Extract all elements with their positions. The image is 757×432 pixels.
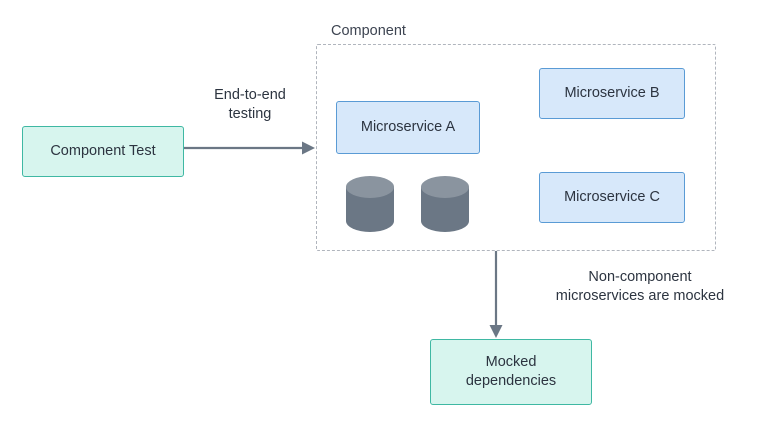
edge-label-mocked-note-line1: Non-component <box>588 269 692 285</box>
node-microservice-a[interactable]: Microservice A <box>336 101 480 154</box>
node-microservice-a-label: Microservice A <box>360 119 456 135</box>
edge-label-mocked-note-line2: microservices are mocked <box>555 288 725 304</box>
component-boundary <box>316 44 716 251</box>
arrow-component-to-mocked-dependencies <box>489 251 503 338</box>
arrow-component-test-to-component <box>184 141 315 155</box>
node-microservice-c[interactable]: Microservice C <box>539 172 685 223</box>
database-cylinder-icon <box>421 176 469 232</box>
node-microservice-b[interactable]: Microservice B <box>539 68 685 119</box>
edge-label-end-to-end-testing: End-to-end testing <box>190 86 310 124</box>
edge-label-end-to-end-line1: End-to-end <box>214 87 286 103</box>
node-microservice-c-label: Microservice C <box>564 189 660 205</box>
node-mocked-dependencies-label-line2: dependencies <box>465 373 557 389</box>
node-mocked-dependencies-label-line1: Mocked <box>485 354 537 370</box>
edge-label-mocked-note: Non-component microservices are mocked <box>524 268 756 306</box>
edge-label-end-to-end-line2: testing <box>228 106 272 122</box>
database-cylinder-icon <box>346 176 394 232</box>
node-component-test-label: Component Test <box>50 143 156 159</box>
node-microservice-b-label: Microservice B <box>564 85 660 101</box>
node-component-test[interactable]: Component Test <box>22 126 184 177</box>
node-mocked-dependencies[interactable]: Mocked dependencies <box>430 339 592 405</box>
component-boundary-label: Component <box>327 22 410 40</box>
